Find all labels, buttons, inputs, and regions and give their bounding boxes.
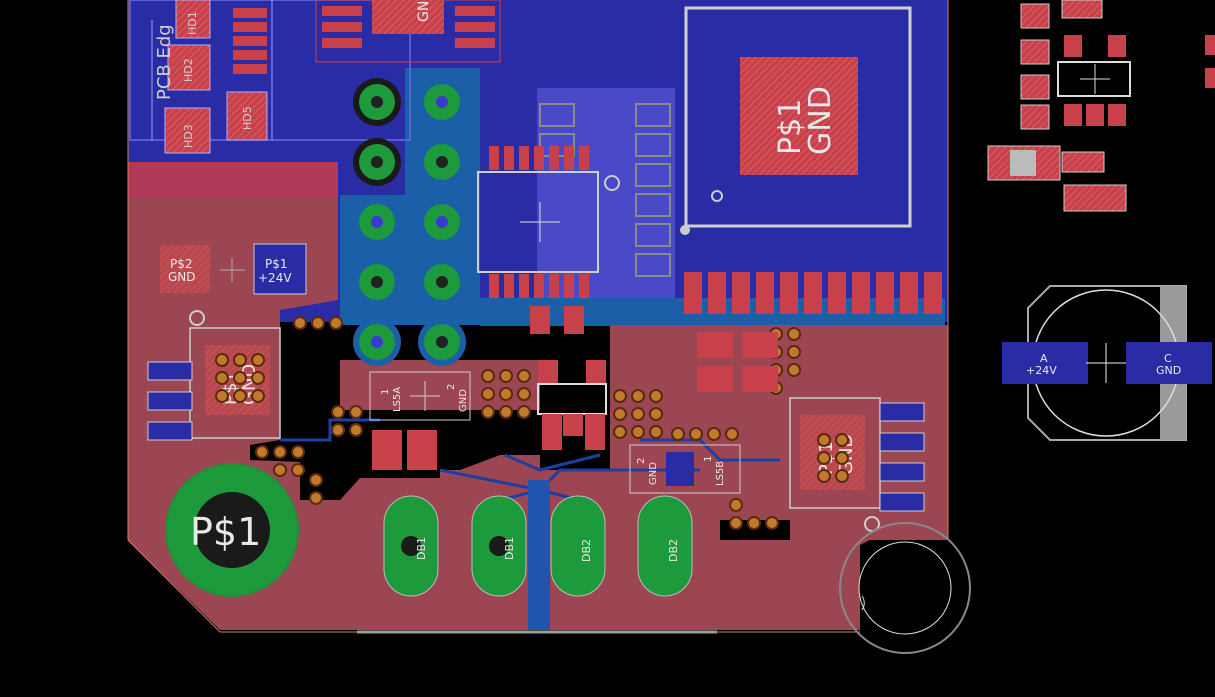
qfp-chip bbox=[680, 6, 912, 235]
qfp-gnd-label: GND bbox=[803, 86, 838, 155]
ps2-label: P$2 bbox=[170, 257, 193, 271]
top-ic bbox=[315, 0, 501, 63]
v24-label: +24V bbox=[258, 271, 292, 285]
db2-label: DB2 bbox=[580, 539, 593, 562]
ls5b-num: 1 bbox=[703, 456, 714, 462]
hd3-label: HD3 bbox=[182, 124, 195, 148]
db1b-label: DB1 bbox=[503, 537, 516, 560]
gnd-mid2-label: GND bbox=[648, 462, 659, 485]
ls5a-label: LS5A bbox=[392, 387, 403, 412]
gnd-mid2-num: 2 bbox=[636, 458, 647, 464]
ps1-24v-label: P$1 bbox=[265, 257, 288, 271]
gnd-mid-num: 2 bbox=[446, 384, 457, 390]
right-mosfet bbox=[789, 397, 925, 532]
db2b-label: DB2 bbox=[667, 539, 680, 562]
trace-vertical bbox=[528, 480, 550, 630]
mounting-hole bbox=[839, 522, 971, 654]
hd1-label: HD1 bbox=[186, 11, 199, 35]
cap-cathode-gnd: GND bbox=[1156, 364, 1181, 377]
hd2-label: HD2 bbox=[182, 58, 195, 82]
qfp-ps1-label: P$1 bbox=[773, 99, 808, 155]
center-cap bbox=[537, 360, 607, 450]
via-clusters bbox=[215, 316, 849, 530]
pad-row bbox=[684, 272, 942, 314]
diode-pads bbox=[383, 495, 693, 597]
top-ic-gnd-label: GND bbox=[416, 0, 432, 22]
offboard-components bbox=[987, 0, 1215, 212]
ls5b-label: LS5B bbox=[715, 461, 726, 486]
center-ic-pins bbox=[489, 146, 589, 334]
ls5a-component bbox=[369, 371, 471, 470]
hd5-label: HD5 bbox=[241, 106, 254, 130]
cap-anode-label: A bbox=[1040, 352, 1048, 365]
center-ic bbox=[477, 103, 671, 277]
cap-anode-voltage: +24V bbox=[1026, 364, 1057, 377]
mounting-pad-label: P$1 bbox=[190, 510, 261, 554]
db1-label: DB1 bbox=[415, 537, 428, 560]
pin-header bbox=[353, 78, 466, 366]
ls5a-num: 1 bbox=[380, 389, 391, 395]
cap-cathode-label: C bbox=[1164, 352, 1172, 365]
ps2-gnd-label: GND bbox=[168, 270, 196, 284]
pcb-edge-label: PCB Edg bbox=[154, 24, 175, 100]
hd-components bbox=[129, 0, 411, 154]
ls5b-component bbox=[629, 332, 778, 494]
mounting-pad bbox=[165, 463, 299, 597]
power-pads bbox=[160, 243, 307, 295]
gnd-mid-label: GND bbox=[458, 389, 469, 412]
electrolytic-cap bbox=[1002, 285, 1212, 441]
